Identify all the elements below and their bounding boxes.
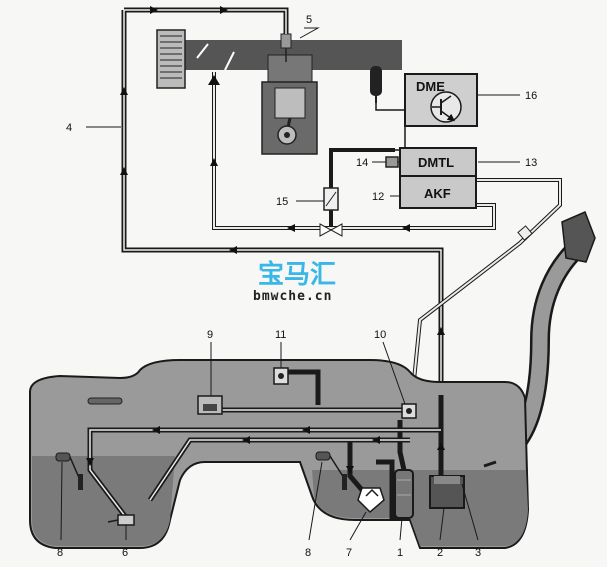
akf-label: AKF: [424, 186, 451, 201]
label-1: 1: [397, 547, 403, 559]
dme-purge-signal: [330, 126, 406, 188]
dmtl-filter: [385, 156, 400, 168]
label-12: 12: [372, 191, 384, 203]
filler-check-valve: [483, 460, 497, 468]
label-8-right: 8: [305, 547, 311, 559]
dme-label: DME: [416, 79, 445, 94]
dmtl-label: DMTL: [418, 155, 454, 170]
tank-valve-9: [197, 395, 223, 415]
label-9: 9: [207, 329, 213, 341]
watermark-cn: 宝马汇: [258, 259, 336, 290]
fuel-filter: [394, 469, 414, 519]
label-13: 13: [525, 157, 537, 169]
label-14: 14: [356, 157, 368, 169]
watermark-en: bmwche.cn: [253, 289, 332, 304]
fuel-pump: [429, 475, 465, 509]
in-tank-lines-inner: [89, 409, 441, 521]
label-8-left: 8: [57, 547, 63, 559]
tank-valve-11: [273, 367, 289, 385]
tank-valve-10: [401, 403, 417, 419]
label-4: 4: [66, 122, 72, 134]
dmtl-box: DMTL: [399, 147, 477, 177]
flow-arrows-feed: [120, 6, 445, 335]
label-5: 5: [306, 14, 312, 26]
dme-signal-line: [375, 103, 405, 111]
dme-box: DME: [404, 73, 478, 127]
label-16: 16: [525, 90, 537, 102]
label-7: 7: [346, 547, 352, 559]
callout-labels: 5 4 16 13 14 12 15 9 11 10 8 6 8 7 1 2 3: [57, 14, 537, 559]
flow-arrows-purge: [208, 75, 410, 232]
engine-block: [156, 29, 402, 155]
fuel-level-sensor-right: [315, 451, 347, 490]
akf-box: AKF: [399, 175, 477, 209]
label-15: 15: [276, 196, 288, 208]
fuel-feed-line-inner: [123, 9, 442, 395]
label-6: 6: [122, 547, 128, 559]
flow-arrows-tank: [86, 426, 445, 474]
label-11: 11: [275, 329, 286, 341]
fuel-level-sensor-left: [55, 452, 83, 490]
label-2: 2: [437, 547, 443, 559]
suction-jet-pump-right: [357, 487, 385, 514]
purge-lines-inner: [213, 72, 561, 401]
label-10: 10: [374, 329, 386, 341]
watermark: 宝马汇 bmwche.cn: [253, 258, 346, 304]
fuel-tank: [29, 359, 530, 549]
label-3: 3: [475, 547, 481, 559]
leader-lines: [60, 27, 520, 541]
